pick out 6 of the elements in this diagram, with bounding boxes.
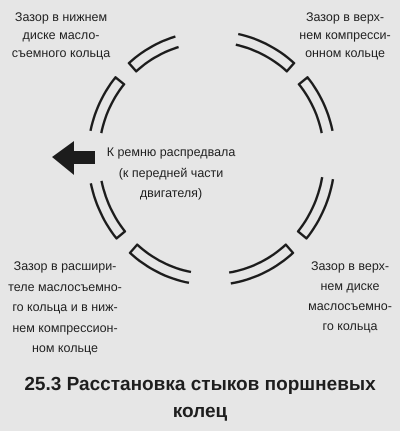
gap-annotation: Зазор в расшири-теле маслосъемно-го кольца и в ниж-нем компрессион-ном кольце — [8, 258, 122, 357]
figure-caption: 25.3 Расстановка стыков поршневых колец — [23, 373, 377, 424]
gap-annotation: Зазор в верх-нем диске маслосъемно-го кольца — [307, 258, 393, 335]
direction-note: К ремню распредвала (к передней части двигателя) — [106, 144, 236, 202]
gap-annotation: Зазор в нижнем диске масло-съемного кольца — [10, 9, 112, 62]
gap-annotation: Зазор в верх-нем компресси-онном кольце — [298, 9, 392, 62]
